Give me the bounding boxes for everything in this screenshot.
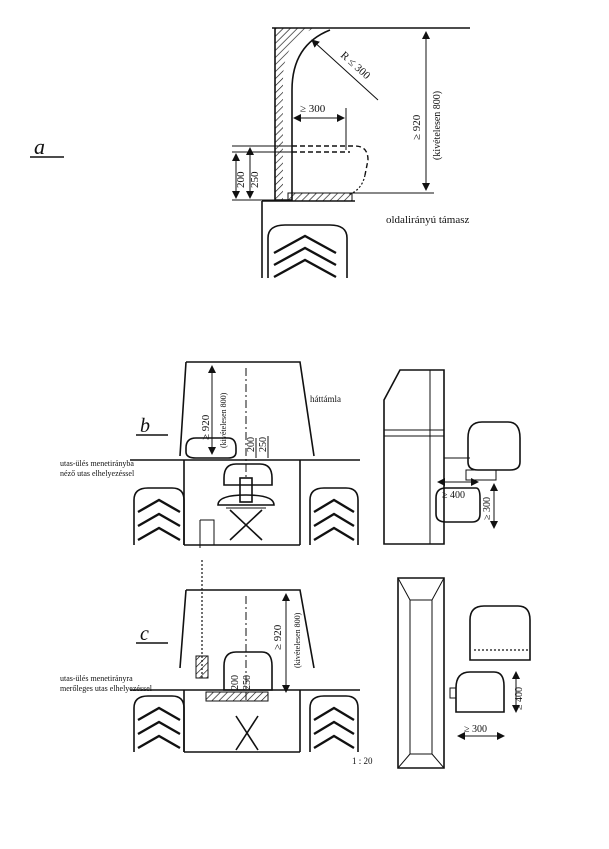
armrest-top-dashed: [292, 145, 369, 176]
c-side-cab-bevel: [397, 577, 445, 769]
dim-250-label: 250: [249, 171, 261, 188]
c-right-tire: [309, 695, 359, 752]
c-side-dim-400: ≥ 400: [514, 687, 525, 710]
c-caption-line1: utas-ülés menetirányra: [60, 674, 133, 683]
figure-b: b ≥ 920 (kivételesen 800) 200 250 háttám…: [60, 361, 521, 548]
b-height-exception: (kivételesen 800): [219, 392, 228, 448]
armrest-end-dotted: [347, 174, 366, 196]
figure-c-letter: c: [140, 623, 149, 645]
figure-c: c ≥ 920 (kivételesen 800) 200 250 utas-ü…: [60, 560, 531, 769]
c-dim-200: 200: [230, 675, 241, 690]
c-seat-base-hatched: [205, 691, 269, 702]
seat-base-hatched: [287, 192, 353, 202]
b-side-seat-mount: [465, 469, 497, 481]
c-caption-line2: merőleges utas elhelyezéssel: [60, 684, 153, 693]
width-label: ≥ 300: [300, 103, 326, 115]
c-seat-scissor: [235, 715, 259, 751]
b-side-armrest: [435, 487, 481, 523]
c-left-tire: [133, 695, 185, 752]
b-side-dim-300: ≥ 300: [482, 497, 493, 520]
b-left-tread: [137, 498, 181, 542]
cab-wall-hatch: [275, 28, 315, 200]
b-dim-200: 200: [246, 437, 257, 452]
b-pedal: [199, 519, 215, 548]
c-left-tread: [137, 706, 181, 750]
c-cab-front-outline: [179, 589, 315, 669]
tire-tread-chevrons: [273, 234, 337, 279]
b-caption-line2: néző utas elhelyezéssel: [60, 469, 135, 478]
c-right-tread: [313, 706, 355, 750]
cab-wall-outline: [274, 28, 331, 201]
dim-200-label: 200: [235, 171, 247, 188]
height-label: ≥ 920: [411, 114, 423, 140]
c-seat-back: [223, 651, 273, 691]
b-height-label: ≥ 920: [200, 414, 212, 440]
b-side-dim-400: ≥ 400: [442, 490, 465, 501]
radius-arrow: [311, 39, 379, 101]
c-side-dim-300: ≥ 300: [464, 724, 487, 735]
c-height-exception: (kivételesen 800): [293, 612, 302, 668]
cab-front-outline: [179, 361, 315, 457]
b-seat-back: [223, 463, 273, 486]
c-side-seat-back: [469, 605, 531, 661]
radius-label: R ≤ 300: [338, 49, 373, 82]
c-armrest-hatched: [195, 655, 209, 679]
figure-a-letter: a: [34, 134, 45, 159]
c-side-armrest: [455, 671, 505, 713]
figure-a: a R ≤ 300 ≥ 300 200 250 ≥ 92: [30, 27, 470, 279]
c-dim-250: 250: [242, 675, 253, 690]
height-exception-label: (kivételesen 800): [432, 91, 443, 160]
b-seat-cushion: [217, 494, 275, 506]
b-dim-250: 250: [258, 437, 269, 452]
figure-a-caption: oldalirányú támasz: [386, 214, 470, 226]
b-seat-scissor: [229, 509, 263, 541]
b-seat-post: [239, 477, 253, 503]
figure-b-letter: b: [140, 415, 150, 437]
b-side-seat-back: [467, 421, 521, 471]
scale-label: 1 : 20: [352, 756, 373, 766]
b-armrest: [185, 437, 237, 459]
b-left-tire: [133, 487, 185, 545]
backrest-label: háttámla: [310, 394, 341, 404]
b-right-tread: [313, 498, 355, 542]
rear-tire-outline: [267, 224, 348, 278]
c-side-armrest-tab: [449, 687, 457, 699]
c-side-cab: [397, 577, 445, 769]
b-side-cab: [383, 369, 445, 545]
b-right-tire: [309, 487, 359, 545]
c-height-label: ≥ 920: [272, 624, 284, 650]
b-caption-line1: utas-ülés menetirányba: [60, 459, 134, 468]
